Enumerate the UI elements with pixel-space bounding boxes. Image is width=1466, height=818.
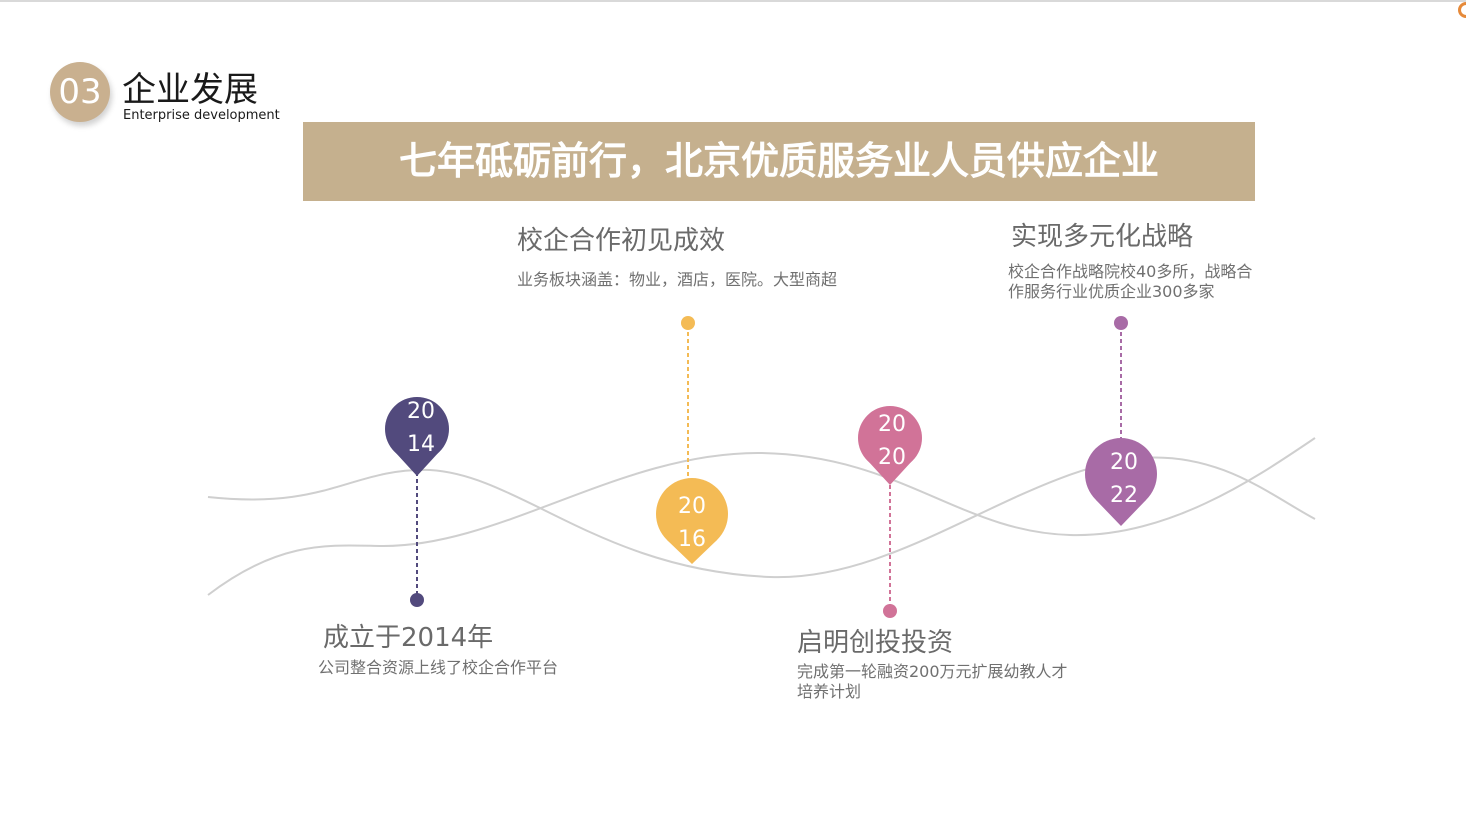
event-desc-2016: 业务板块涵盖：物业，酒店，医院。大型商超 bbox=[517, 270, 838, 289]
pin-year-top: 20 bbox=[878, 412, 906, 437]
endpoint-dot-2016 bbox=[681, 316, 695, 330]
pin-year-top: 20 bbox=[1110, 450, 1138, 475]
timeline-wave-1 bbox=[207, 456, 1316, 579]
section-subtitle: Enterprise development bbox=[123, 108, 280, 123]
pin-2022-icon bbox=[1085, 438, 1157, 526]
event-desc-2022: 校企合作战略院校40多所，战略合作服务行业优质企业300多家 bbox=[1008, 262, 1253, 301]
headline-banner: 七年砥砺前行，北京优质服务业人员供应企业 bbox=[303, 122, 1255, 201]
pin-2020-icon bbox=[858, 406, 922, 485]
pin-2014-icon bbox=[385, 397, 449, 476]
pin-year-2020: 20 20 bbox=[857, 408, 927, 474]
pin-year-2022: 20 22 bbox=[1089, 446, 1159, 512]
event-title-2022: 实现多元化战略 bbox=[1011, 222, 1194, 252]
event-desc-2014: 公司整合资源上线了校企合作平台 bbox=[318, 658, 559, 677]
top-divider bbox=[0, 0, 1466, 2]
event-title-2020: 启明创投投资 bbox=[797, 628, 954, 658]
event-title-2014: 成立于2014年 bbox=[323, 623, 494, 653]
pin-year-2016: 20 16 bbox=[657, 490, 727, 556]
pin-year-bottom: 14 bbox=[407, 432, 435, 457]
pin-year-bottom: 16 bbox=[678, 527, 706, 552]
pin-year-2014: 20 14 bbox=[386, 395, 456, 461]
pin-year-top: 20 bbox=[678, 494, 706, 519]
event-desc-2020: 完成第一轮融资200万元扩展幼教人才培养计划 bbox=[797, 662, 1068, 701]
endpoint-dot-2014 bbox=[410, 593, 424, 607]
corner-circle-icon bbox=[1458, 2, 1466, 18]
endpoint-dot-2022 bbox=[1114, 316, 1128, 330]
headline-text: 七年砥砺前行，北京优质服务业人员供应企业 bbox=[398, 139, 1159, 183]
timeline-wave-2 bbox=[207, 437, 1316, 596]
pin-2016-icon bbox=[656, 478, 728, 564]
pin-year-top: 20 bbox=[407, 399, 435, 424]
section-title: 企业发展 bbox=[122, 70, 258, 110]
section-number-badge: 03 bbox=[50, 62, 110, 122]
event-title-2016: 校企合作初见成效 bbox=[517, 226, 726, 256]
pin-year-bottom: 20 bbox=[878, 445, 906, 470]
endpoint-dot-2020 bbox=[883, 604, 897, 618]
pin-year-bottom: 22 bbox=[1110, 483, 1138, 508]
